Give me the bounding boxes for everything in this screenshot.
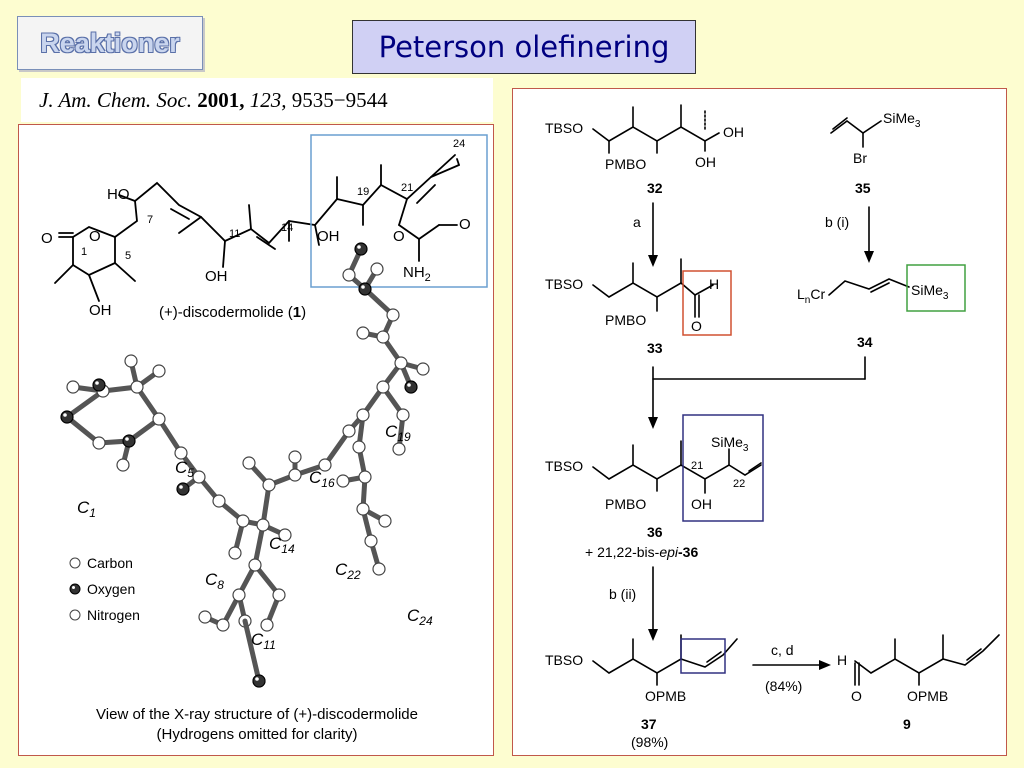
c36-locant-21: 21 [691,460,703,472]
citation: J. Am. Chem. Soc. 2001, 123, 9535−9544 [21,78,493,122]
xray-legend: Carbon Oxygen Nitrogen [69,555,140,623]
discodermolide-diagram: HO O O OH OH OH O O NH2 1 5 7 11 14 19 2… [41,134,488,743]
discodermolide-caption: (+)-discodermolide (1) [159,304,306,321]
xray-caption-2: (Hydrogens omitted for clarity) [157,726,358,743]
xray-caption-1: View of the X-ray structure of (+)-disco… [96,706,418,723]
c32-number: 32 [647,180,663,196]
c34-lncr: LnCr [797,286,825,306]
citation-pages: 9535−9544 [291,87,388,112]
c37-opmb: OPMB [645,688,686,704]
xray-carbon-atoms [66,262,430,632]
label-nh2: NH2 [403,264,431,284]
step-a: a [633,214,641,230]
synthesis-scheme: TBSO PMBO OH OH 32 SiMe3 Br 35 a b (i) T… [545,104,1000,750]
locant-19: 19 [357,186,369,198]
c36-oh: OH [691,496,712,512]
section-badge-label: Reaktioner [40,27,180,58]
c37-yield: (98%) [631,734,668,750]
xray-label-c22: C22 [335,560,361,582]
label-oh17: OH [317,228,340,245]
c36-tbso: TBSO [545,458,583,474]
aldehyde-highlight-box [682,270,732,336]
c35-number: 35 [855,180,871,196]
label-o-carbamate2: O [459,216,471,233]
label-oh-bottom: OH [89,302,112,319]
arrowheads [648,251,874,670]
synthesis-scheme-panel: TBSO PMBO OH OH 32 SiMe3 Br 35 a b (i) T… [512,88,1007,756]
xray-oxygen-highlights [63,245,411,681]
c33-tbso: TBSO [545,276,583,292]
citation-journal: J. Am. Chem. Soc. [39,87,192,112]
c36-epimer-note: + 21,22-bis-epi-36 [585,544,698,560]
c32-pmbo: PMBO [605,156,646,172]
c32-oh2: OH [695,154,716,170]
c9-opmb: OPMB [907,688,948,704]
xray-label-c5: C5 [175,458,194,480]
locant-24: 24 [453,138,465,150]
c36-pmbo: PMBO [605,496,646,512]
scheme-bonds [592,104,1000,686]
c9-number: 9 [903,716,911,732]
xray-label-c1: C1 [77,498,96,520]
c37-number: 37 [641,716,657,732]
c32-tbso: TBSO [545,120,583,136]
label-o-carbonyl: O [41,230,53,247]
xray-label-c8: C8 [205,570,224,592]
xray-label-c11: C11 [251,630,276,652]
discodermolide-panel: HO O O OH OH OH O O NH2 1 5 7 11 14 19 2… [18,124,494,756]
alkene-highlight-box [680,638,726,674]
step-b-ii: b (ii) [609,586,636,602]
sime3-highlight-box [906,264,966,312]
xray-label-c24: C24 [407,606,433,628]
locant-1: 1 [81,246,87,258]
label-o-carbamate: O [393,228,405,245]
legend-nitrogen: Nitrogen [87,607,140,623]
discodermolide-structure [54,154,460,302]
locant-7: 7 [147,214,153,226]
step-c-d: c, d [771,642,794,658]
step-b-i: b (i) [825,214,849,230]
citation-year: 2001, [197,87,245,112]
locant-5: 5 [125,250,131,262]
c36-number: 36 [647,524,663,540]
c33-o: O [691,318,702,334]
xray-label-c19: C19 [385,422,411,444]
label-ho: HO [107,186,130,203]
c33-pmbo: PMBO [605,312,646,328]
label-oh11: OH [205,268,228,285]
c33-number: 33 [647,340,663,356]
slide-title: Peterson olefinering [378,30,670,64]
citation-volume: 123, [249,87,287,112]
c34-sime3: SiMe3 [911,282,949,302]
c34-number: 34 [857,334,873,350]
c32-oh1: OH [723,124,744,140]
xray-label-c16: C16 [309,468,335,490]
locant-21: 21 [401,182,413,194]
slide-title-box: Peterson olefinering [352,20,696,74]
legend-carbon: Carbon [87,555,133,571]
locant-11: 11 [229,228,240,240]
c33-h: H [709,276,719,292]
step-c-d-yield: (84%) [765,678,802,694]
c36-locant-22: 22 [733,478,745,490]
xray-label-c14: C14 [269,534,295,556]
section-badge: Reaktioner [17,16,203,70]
c35-sime3: SiMe3 [883,110,921,130]
c35-br: Br [853,150,867,166]
c19-c24-highlight-box [310,134,488,288]
c9-o: O [851,688,862,704]
locant-14: 14 [281,222,293,234]
c37-tbso: TBSO [545,652,583,668]
label-o-ring: O [89,228,101,245]
legend-oxygen: Oxygen [87,581,135,597]
c36-sime3: SiMe3 [711,434,749,454]
c9-h: H [837,652,847,668]
peterson-adduct-box [682,414,764,522]
